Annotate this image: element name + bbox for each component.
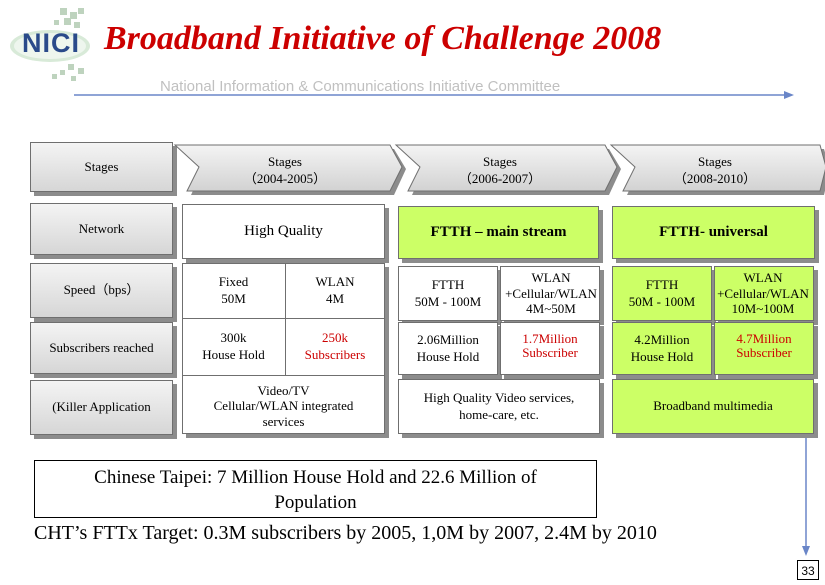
stage-1-row-divider (182, 318, 385, 319)
row-label-subscribers: Subscribers reached (30, 322, 173, 374)
header-arrow (74, 91, 794, 99)
subscribers-stage-2-households-box (398, 322, 498, 375)
timeline-arrow (802, 438, 810, 556)
population-note: Chinese Taipei: 7 Million House Hold and… (34, 460, 597, 518)
subscribers-stage-3-subscribers-box (714, 322, 814, 375)
row-label-speed: Speed（bps） (30, 263, 173, 318)
speed-stage-3-ftth-box (612, 266, 712, 321)
nici-logo (10, 8, 90, 81)
stage-chevron-1 (173, 144, 403, 192)
killer-app-stage-2: High Quality Video services,home-care, e… (423, 389, 575, 422)
stage-1-label: Stages（2004-2005） (243, 154, 327, 186)
speed-stage-2-wlan-box (500, 266, 600, 321)
subscribers-stage-2-subscribers-box (500, 322, 600, 375)
fttx-target-note: CHT’s FTTx Target: 0.3M subscribers by 2… (34, 522, 657, 544)
speed-stage-3-wlan-box (714, 266, 814, 321)
logo-text: NICI (22, 28, 80, 58)
killer-app-stage-3-box (612, 379, 814, 434)
row-label-stages: Stages (30, 142, 173, 192)
page-number: 33 (797, 560, 819, 580)
stage-1-row-divider-2 (182, 375, 385, 376)
page-subtitle: National Information & Communications In… (160, 78, 561, 95)
row-label-killer-application: (Killer Application (30, 380, 173, 435)
network-stage-2: FTTH – main stream (398, 206, 599, 259)
network-stage-3: FTTH- universal (612, 206, 815, 259)
network-stage-1: High Quality (182, 204, 385, 259)
killer-app-stage-2-box (398, 379, 600, 434)
page-title: Broadband Initiative of Challenge 2008 (104, 20, 662, 57)
subscribers-stage-3-households-box (612, 322, 712, 375)
stage-chevron-2 (394, 144, 618, 192)
stage-2-label: Stages（2006-2007） (458, 154, 542, 186)
killer-app-stage-3: Broadband multimedia (653, 398, 773, 414)
stage-1-details-panel (182, 263, 385, 434)
stage-1-divider (285, 263, 286, 375)
stage-chevron-3 (609, 144, 825, 192)
speed-stage-2-ftth-box (398, 266, 498, 321)
stage-chevrons (173, 144, 825, 195)
stage-3-label: Stages（2008-2010） (673, 154, 757, 186)
row-label-network: Network (30, 203, 173, 255)
